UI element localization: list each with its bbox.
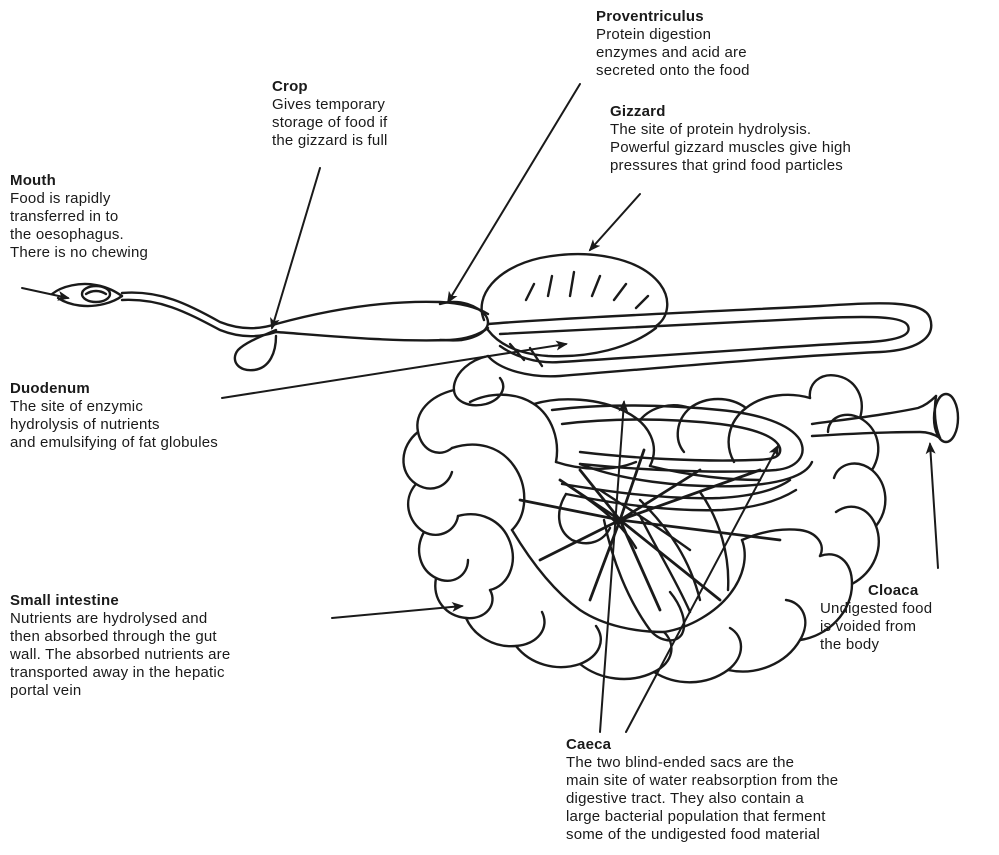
mouth-description: Food is rapidly transferred in to the oe…: [10, 190, 148, 262]
gizzard-label: Gizzard The site of protein hydrolysis. …: [610, 103, 851, 175]
cloaca-description: Undigested food is voided from the body: [820, 600, 932, 654]
small-intestine-arrow: [332, 606, 462, 618]
proventriculus-label: Proventriculus Protein digestion enzymes…: [596, 8, 750, 80]
mesentery-vessels-drawing: [520, 450, 780, 610]
proventriculus-description: Protein digestion enzymes and acid are s…: [596, 26, 750, 80]
caeca-label: Caeca The two blind-ended sacs are the m…: [566, 736, 838, 844]
oesophagus-drawing: [122, 293, 488, 341]
crop-arrow: [272, 168, 320, 328]
duodenum-title: Duodenum: [10, 380, 218, 398]
cloaca-title: Cloaca: [820, 582, 932, 600]
small-intestine-description: Nutrients are hydrolysed and then absorb…: [10, 610, 230, 700]
small-intestine-label: Small intestine Nutrients are hydrolysed…: [10, 592, 230, 700]
crop-label: Crop Gives temporary storage of food if …: [272, 78, 388, 150]
mouth-label: Mouth Food is rapidly transferred in to …: [10, 172, 148, 262]
proventriculus-title: Proventriculus: [596, 8, 750, 26]
proventriculus-arrow: [448, 84, 580, 302]
gizzard-description: The site of protein hydrolysis. Powerful…: [610, 121, 851, 175]
mouth-drawing: [52, 284, 122, 306]
gizzard-drawing: [482, 254, 668, 366]
gizzard-title: Gizzard: [610, 103, 851, 121]
duodenum-label: Duodenum The site of enzymic hydrolysis …: [10, 380, 218, 452]
mouth-title: Mouth: [10, 172, 148, 190]
crop-description: Gives temporary storage of food if the g…: [272, 96, 388, 150]
caeca-description: The two blind-ended sacs are the main si…: [566, 754, 838, 844]
duodenum-description: The site of enzymic hydrolysis of nutrie…: [10, 398, 218, 452]
caeca-arrow-right: [626, 446, 778, 732]
caeca-title: Caeca: [566, 736, 838, 754]
gizzard-arrow: [590, 194, 640, 250]
small-intestine-drawing: [403, 356, 885, 682]
cloaca-label: Cloaca Undigested food is voided from th…: [820, 582, 932, 654]
duodenal-loop-drawing: [488, 303, 931, 376]
crop-title: Crop: [272, 78, 388, 96]
small-intestine-title: Small intestine: [10, 592, 230, 610]
cloaca-arrow: [930, 444, 938, 568]
